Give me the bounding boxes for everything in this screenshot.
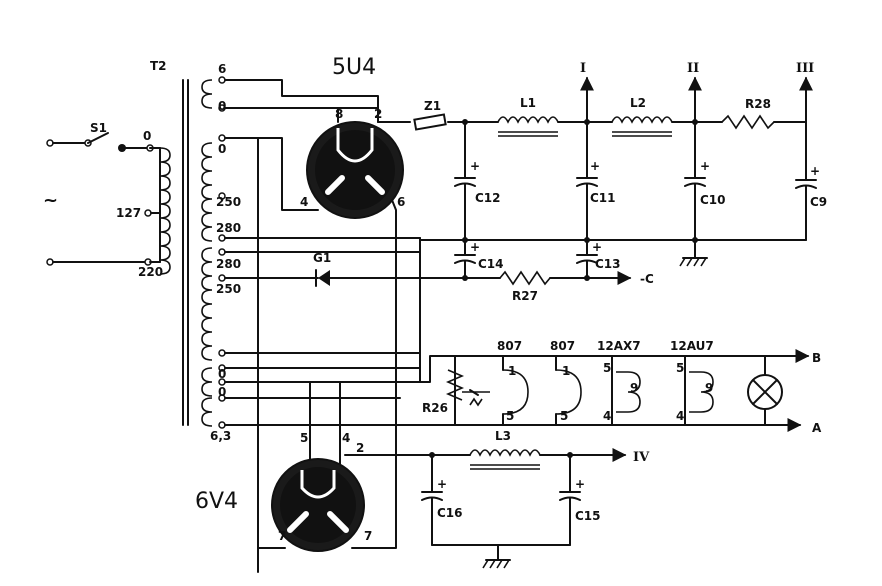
807a-pin5: 5: [506, 409, 514, 423]
out-b-label: B: [812, 351, 821, 365]
12au7-pin4: 4: [676, 409, 684, 423]
out-i-label: I: [580, 61, 586, 76]
c9-plus: +: [810, 164, 820, 178]
c11-label: C11: [590, 191, 616, 205]
c12-label: C12: [475, 191, 501, 205]
5u4-pin6: 6: [397, 195, 405, 209]
c14-label: C14: [478, 257, 504, 271]
12au7-label: 12AU7: [670, 339, 714, 353]
c15-plus: +: [575, 477, 585, 491]
tube-5u4: 5U4 8 2 4 6: [300, 55, 405, 219]
out-a-label: A: [812, 421, 822, 435]
out-iv-label: IV: [633, 450, 650, 465]
5u4-pin8: 8: [335, 107, 343, 121]
mains-switch-s1: S1 0 ~ 220 127: [43, 121, 163, 279]
l1-label: L1: [520, 96, 536, 110]
807b-label: 807: [550, 339, 575, 353]
807b-pin1: 1: [562, 364, 570, 378]
r28-label: R28: [745, 97, 771, 111]
tap-0a-label: 0: [218, 99, 226, 113]
primary-0-label: 0: [143, 129, 151, 143]
5u4-wiring: [224, 79, 802, 573]
tap-6-label: 6: [218, 62, 226, 76]
6v4-pin2: 2: [356, 441, 364, 455]
c14-plus: +: [470, 240, 480, 254]
6v4-pin5: 5: [300, 431, 308, 445]
primary-220-label: 220: [138, 265, 163, 279]
807a-pin1: 1: [508, 364, 516, 378]
c15-label: C15: [575, 509, 601, 523]
c13-label: C13: [595, 257, 621, 271]
filter-chain: Z1 L1 L2 R28 I II III + C12 + C11 + C10 …: [413, 61, 827, 279]
6v4-label: 6V4: [195, 489, 238, 514]
12au7-pin5: 5: [676, 361, 684, 375]
out-iii-label: III: [796, 61, 814, 76]
12ax7-pin4: 4: [603, 409, 611, 423]
tap-63-label: 6,3: [210, 429, 231, 443]
c16-label: C16: [437, 506, 463, 520]
tap-0d-label: 0: [218, 385, 226, 399]
tube-6v4: 6V4 5 4 2 7 7: [195, 431, 397, 552]
tap-250a-label: 250: [216, 195, 241, 209]
5u4-label: 5U4: [332, 55, 376, 80]
z1-label: Z1: [424, 99, 441, 113]
6v4-pin4: 4: [342, 431, 350, 445]
12ax7-pin5: 5: [603, 361, 611, 375]
c16-plus: +: [437, 477, 447, 491]
r27-label: R27: [512, 289, 538, 303]
c11-plus: +: [590, 159, 600, 173]
c13-plus: +: [592, 240, 602, 254]
tap-0b-label: 0: [218, 142, 226, 156]
g1-label: G1: [313, 251, 331, 265]
12ax7-pin9: 9: [630, 381, 638, 395]
s1-label: S1: [90, 121, 107, 135]
r26-label: R26: [422, 401, 448, 415]
6v4-pin7b: 7: [364, 529, 372, 543]
c12-plus: +: [470, 159, 480, 173]
12ax7-label: 12AX7: [597, 339, 641, 353]
ac-tilde-label: ~: [43, 190, 58, 211]
tap-280a-label: 280: [216, 221, 241, 235]
primary-127-label: 127: [116, 206, 141, 220]
tap-250b-label: 250: [216, 282, 241, 296]
tap-280b-label: 280: [216, 257, 241, 271]
minus-c-label: -C: [640, 272, 654, 286]
6v4-pin7a: 7: [278, 529, 286, 543]
t2-label: T2: [150, 59, 167, 73]
807b-pin5: 5: [560, 409, 568, 423]
5u4-pin4: 4: [300, 195, 308, 209]
c10-plus: +: [700, 159, 710, 173]
out-ii-label: II: [687, 61, 699, 76]
tap-0c-label: 0: [218, 367, 226, 381]
c9-label: C9: [810, 195, 827, 209]
l3-filter: L3 IV + C16 + C15: [344, 429, 650, 569]
c10-label: C10: [700, 193, 726, 207]
807a-label: 807: [497, 339, 522, 353]
heater-chain: B A R26 807 1 5 807 1 5 12AX7 5 4 9 12AU…: [399, 339, 822, 435]
12au7-pin9: 9: [705, 381, 713, 395]
l3-label: L3: [495, 429, 511, 443]
transformer-t2: T2: [150, 59, 213, 427]
l2-label: L2: [630, 96, 646, 110]
bias-supply: G1 R27 -C: [313, 251, 654, 303]
